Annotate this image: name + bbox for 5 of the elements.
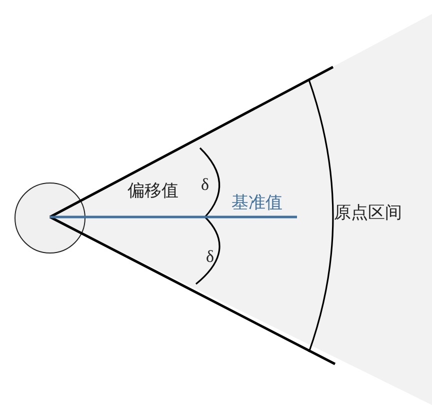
angle-symbol: δ <box>201 175 209 195</box>
arc-label: 原点区间 <box>334 203 402 223</box>
angle-symbol: δ <box>206 247 214 267</box>
angle-label: 偏移值 <box>128 181 178 201</box>
line-label: 基准值 <box>232 193 282 213</box>
